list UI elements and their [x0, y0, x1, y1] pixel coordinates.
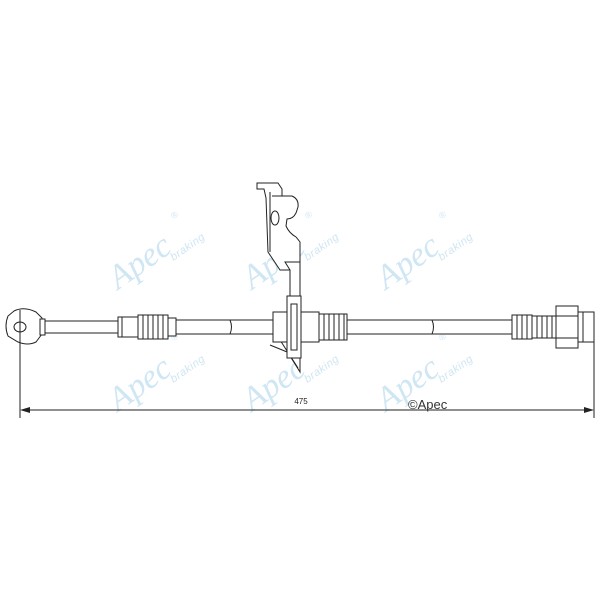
svg-text:®: ®: [303, 209, 314, 221]
svg-text:®: ®: [169, 331, 180, 343]
copyright-text: ©Apec: [408, 397, 448, 412]
svg-text:braking: braking: [168, 353, 208, 386]
watermark: Apec braking ®: [100, 331, 208, 420]
watermark: Apec braking ®: [368, 209, 476, 298]
watermark: Apec braking ®: [100, 209, 208, 298]
crimp-ferrule-right: [511, 314, 557, 340]
mounting-bracket: [256, 182, 302, 374]
crimp-ferrule-left: [117, 314, 177, 340]
svg-text:Apec: Apec: [368, 227, 447, 297]
male-thread-nut: [555, 305, 595, 349]
svg-text:braking: braking: [436, 231, 476, 264]
hose-left: [44, 320, 119, 334]
svg-text:®: ®: [169, 209, 180, 221]
svg-text:braking: braking: [168, 231, 208, 264]
dimension-line: 475: [19, 310, 595, 418]
svg-text:Apec: Apec: [100, 227, 179, 297]
banjo-eye-fitting: [5, 308, 46, 345]
dimension-label: 475: [294, 397, 308, 406]
svg-text:braking: braking: [436, 353, 476, 386]
middle-connector: [272, 311, 348, 343]
svg-text:®: ®: [437, 331, 448, 343]
hose-middle-left: [175, 319, 275, 335]
svg-text:Apec: Apec: [100, 349, 179, 419]
svg-text:®: ®: [437, 209, 448, 221]
svg-text:braking: braking: [302, 231, 342, 264]
hose-right: [346, 319, 513, 335]
svg-text:braking: braking: [302, 353, 342, 386]
